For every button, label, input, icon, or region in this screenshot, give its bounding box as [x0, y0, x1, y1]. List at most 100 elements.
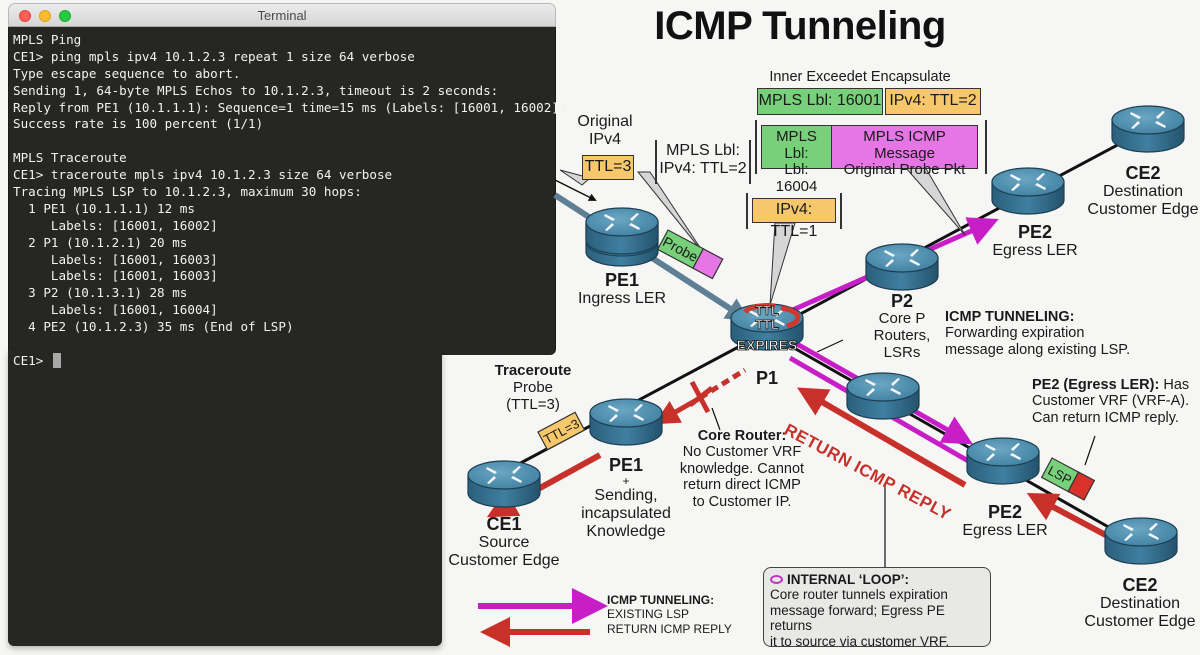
- router-core-lower[interactable]: [846, 372, 920, 420]
- core-note-line-2: knowledge. Cannot: [679, 460, 805, 477]
- stack-icmp-line-2: Original Probe Pkt: [843, 161, 966, 178]
- terminal-titlebar[interactable]: Terminal: [8, 3, 556, 27]
- router-ce2-top[interactable]: [1111, 105, 1185, 153]
- inner-ipv4-tag: IPv4: TTL=2: [885, 88, 981, 115]
- pe1-bottom-label: PE1 + Sending, incapsulated Knowledge: [576, 455, 676, 541]
- router-pe2-top[interactable]: [991, 167, 1065, 215]
- router-p1[interactable]: [730, 302, 804, 351]
- pe1-bottom-role-line-2: Sending,: [594, 487, 658, 505]
- terminal-body-lower[interactable]: [8, 350, 442, 646]
- ttl3-callout-pointer: [559, 169, 592, 186]
- p2-label: P2 Core P Routers, LSRs: [862, 291, 942, 362]
- terminal-line: MPLS Traceroute: [13, 150, 127, 166]
- tunneling-note-line-2: message along existing LSP.: [945, 341, 1131, 358]
- ce2-bottom-label: CE2 Destination Customer Edge: [1080, 575, 1200, 631]
- terminal-line: CE1> ping mpls ipv4 10.1.2.3 repeat 1 si…: [13, 48, 415, 64]
- stack-mpls-line-2: Lbl: 16004: [775, 161, 818, 195]
- pe1-ingress-name: PE1: [604, 270, 640, 290]
- traceroute-probe-line-1: Probe: [512, 378, 554, 396]
- pe1-bottom-role-line-4: Knowledge: [586, 522, 666, 540]
- ce1-name: CE1: [486, 514, 522, 534]
- ce2-top-label: CE2 Destination Customer Edge: [1083, 163, 1200, 219]
- terminal-line: Labels: [16001, 16004]: [13, 302, 218, 318]
- pe2-bottom-label: PE2 Egress LER: [950, 502, 1060, 540]
- terminal-line: Labels: [16001, 16003]: [13, 251, 218, 267]
- core-note-title: Core Router:: [697, 428, 787, 444]
- loop-note-title: INTERNAL ‘LOOP’:: [787, 572, 910, 587]
- ce1-label: CE1 Source Customer Edge: [448, 514, 560, 570]
- close-window-button[interactable]: [19, 10, 31, 22]
- legend: ICMP TUNNELING: EXISTING LSP RETURN ICMP…: [607, 593, 732, 636]
- terminal-line: Labels: [16001, 16002]: [13, 217, 218, 233]
- terminal-line: CE1> traceroute mpls ipv4 10.1.2.3 size …: [13, 167, 393, 183]
- p1-label: P1: [747, 368, 787, 388]
- loop-icon: [770, 575, 783, 584]
- inner-encapsulate-header: Inner Exceedet Encapsulate: [769, 69, 951, 85]
- original-ipv4-pointer: [554, 179, 597, 201]
- return-arrow-ce2: [1026, 492, 1117, 543]
- router-pe1-ingress[interactable]: [585, 207, 659, 267]
- router-ce1[interactable]: [467, 460, 541, 508]
- original-ipv4-line-1: Original: [577, 113, 633, 130]
- ce1-role-line-1: Source: [478, 534, 530, 552]
- ttl-expires-overlay: TTL TTL EXPIRES: [736, 303, 798, 354]
- tunneling-note-title: ICMP TUNNELING:: [945, 309, 1075, 325]
- pe2-note-line-1: Customer VRF (VRF-A).: [1032, 393, 1190, 410]
- legend-tunnel-title: ICMP TUNNELING:: [607, 593, 715, 607]
- tunneling-note-line-1: Forwarding expiration: [945, 325, 1085, 342]
- ipv4-ttl1-tag: IPv4: TTL=1: [752, 198, 836, 240]
- terminal-line: 2 P1 (10.1.2.1) 20 ms: [13, 234, 188, 250]
- p2-role-line-3: LSRs: [883, 343, 921, 361]
- router-ce2-bottom[interactable]: [1104, 517, 1178, 565]
- legend-tunnel-label: EXISTING LSP: [607, 607, 690, 622]
- terminal-prompt-line[interactable]: CE1>: [13, 352, 567, 370]
- router-p2[interactable]: [865, 243, 939, 291]
- pe2-top-role: Egress LER: [992, 242, 1078, 260]
- stack-mpls-line-1: MPLS Lbl:: [776, 128, 817, 162]
- core-router-note: Core Router: No Customer VRF knowledge. …: [672, 428, 812, 510]
- zoom-window-button[interactable]: [59, 10, 71, 22]
- ce2-top-role-line-1: Destination: [1102, 183, 1184, 201]
- router-pe1-bottom[interactable]: [589, 398, 663, 446]
- core-note-line-3: return direct ICMP: [683, 477, 801, 494]
- stack-icmp-tag: MPLS ICMP Message Original Probe Pkt: [831, 125, 978, 178]
- terminal-body[interactable]: [8, 27, 556, 355]
- ttl3-packet: TTL=3: [537, 411, 586, 451]
- original-ipv4-label: Original IPv4: [575, 113, 635, 149]
- terminal-title: Terminal: [257, 8, 307, 23]
- terminal-line: Tracing MPLS LSP to 10.1.2.3, maximum 30…: [13, 184, 362, 200]
- traceroute-probe-line-2: (TTL=3): [506, 395, 560, 413]
- p2-role-line-2: Routers,: [873, 326, 931, 344]
- return-arrow-main: [797, 387, 967, 488]
- terminal-prompt: CE1>: [13, 352, 51, 368]
- p1-name: P1: [755, 368, 779, 388]
- mpls-bracket-line-1: MPLS Lbl:: [666, 142, 740, 159]
- original-ipv4-line-2: IPv4: [588, 130, 621, 148]
- pe1-bottom-role-line-1: +: [622, 474, 630, 489]
- router-pe2-bottom[interactable]: [966, 437, 1040, 485]
- terminal-line: Success rate is 100 percent (1/1): [13, 116, 264, 132]
- stack-bracket: [755, 120, 987, 174]
- terminal-line: MPLS Ping: [13, 32, 82, 47]
- ce2-top-role-line-2: Customer Edge: [1087, 201, 1199, 219]
- pe1-ingress-label: PE1 Ingress LER: [562, 270, 682, 308]
- probe-packet: Probe: [656, 229, 724, 280]
- blocked-x-icon: [688, 380, 714, 414]
- traceroute-probe-label: Traceroute Probe (TTL=3): [488, 362, 578, 413]
- terminal-line: 1 PE1 (10.1.1.1) 12 ms: [13, 200, 195, 216]
- core-note-line-1: No Customer VRF: [682, 444, 802, 461]
- ce2-bottom-name: CE2: [1122, 575, 1158, 595]
- inner-mpls-tag: MPLS Lbl: 16001: [757, 88, 883, 115]
- p2-name: P2: [890, 291, 914, 311]
- terminal-line: Reply from PE1 (10.1.1.1): Sequence=1 ti…: [13, 99, 567, 115]
- pe2-note-leader: [1084, 435, 1096, 466]
- core-note-line-4: to Customer IP.: [692, 493, 792, 510]
- pe2-note-title: PE2 (Egress LER):: [1032, 377, 1160, 393]
- mpls-callout-pointer: [636, 171, 706, 256]
- stack-icmp-line-1: MPLS ICMP Message: [863, 128, 946, 162]
- p1-overlay-line-1: TTL: [755, 303, 779, 318]
- minimize-window-button[interactable]: [39, 10, 51, 22]
- ttl1-callout-pointer: [769, 222, 796, 306]
- terminal-cursor: [52, 352, 61, 368]
